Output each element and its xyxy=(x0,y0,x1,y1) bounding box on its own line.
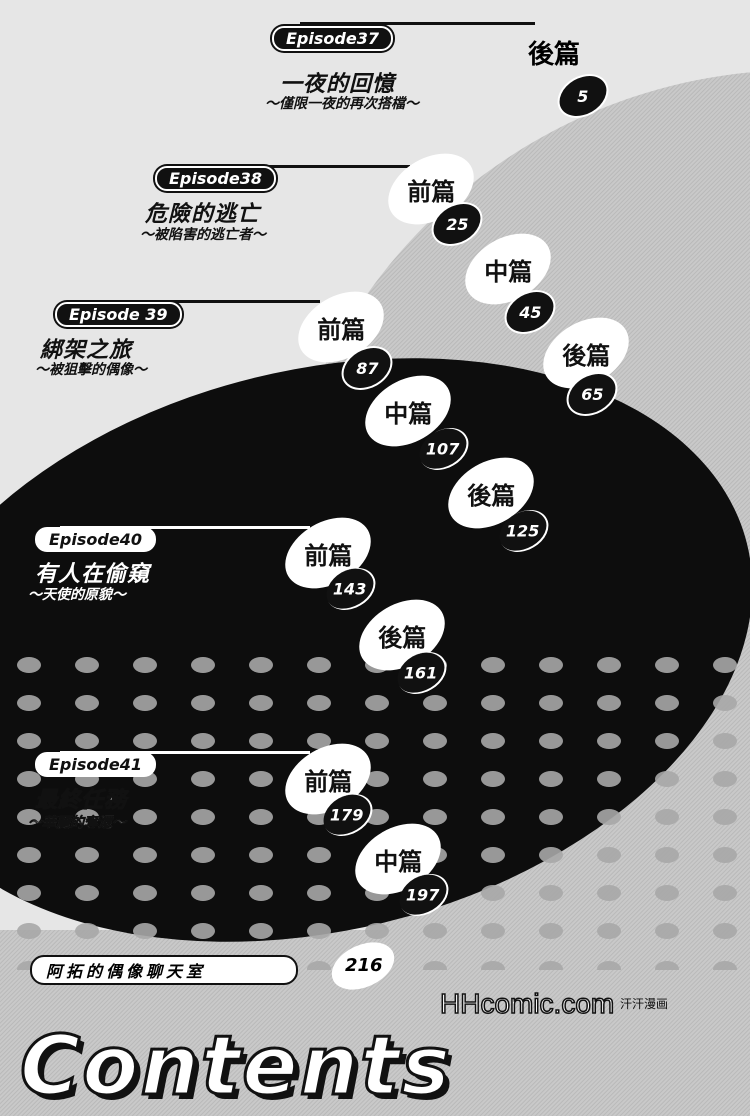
halftone-dots xyxy=(0,640,750,970)
episode-rule xyxy=(300,22,535,25)
episode-40-title: 有人在偷窺 xyxy=(35,562,151,587)
episode-39-title: 綁架之旅 xyxy=(40,338,133,363)
episode-rule xyxy=(180,165,410,168)
episode-rule xyxy=(80,300,320,303)
episode-41-title: 最終任務 xyxy=(34,788,128,814)
episode-38-title: 危險的逃亡 xyxy=(145,202,261,227)
contents-heading: Contents xyxy=(18,1019,453,1114)
episode-37-subtitle: ～僅限一夜的再次搭檔～ xyxy=(265,96,419,112)
extra-section-bar[interactable]: 阿拓的偶像聊天室 xyxy=(30,955,298,985)
episode-38-label: Episode38 xyxy=(155,166,276,191)
episode-39-label: Episode 39 xyxy=(55,302,182,327)
episode-37-title: 一夜的回憶 xyxy=(280,72,396,97)
episode-40-label: Episode40 xyxy=(35,527,156,552)
episode-40-subtitle: ～天使的原貌～ xyxy=(28,587,126,603)
episode-37-label: Episode37 xyxy=(272,26,393,51)
extra-page-number[interactable]: 216 xyxy=(345,955,383,976)
episode-38-subtitle: ～被陷害的逃亡者～ xyxy=(140,227,266,243)
watermark: HHcomic.com xyxy=(439,988,615,1019)
part-label: 後篇 xyxy=(528,40,581,70)
episode-41-subtitle: ～華麗的奪還～ xyxy=(28,815,127,832)
episode-rule xyxy=(60,751,310,754)
episode-41-label: Episode41 xyxy=(35,752,156,777)
extra-title: 阿拓的偶像聊天室 xyxy=(46,962,207,981)
watermark-chinese: 汗汗漫画 xyxy=(620,997,669,1011)
episode-rule xyxy=(60,526,310,529)
episode-39-subtitle: ～被狙擊的偶像～ xyxy=(35,362,147,378)
